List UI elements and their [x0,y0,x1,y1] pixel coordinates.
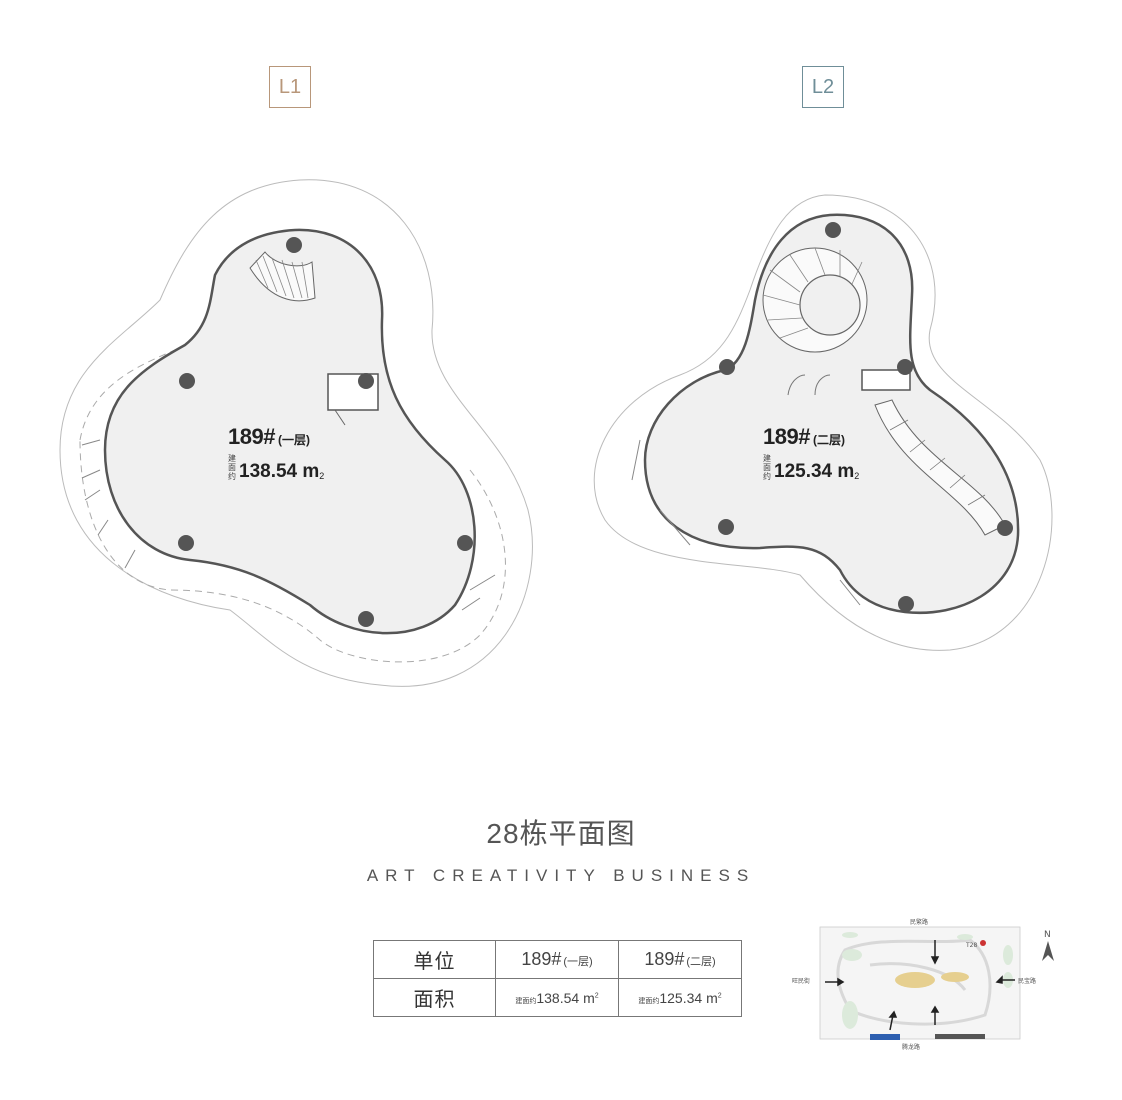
road-left-label: 旺民街 [792,977,810,985]
l1-floor-slab [103,228,476,635]
level-badge-l1[interactable]: L1 [269,66,311,108]
l2-area-sup: 2 [854,471,860,481]
l2-entry-box [861,369,911,391]
l1-area-prefix: 建面约 [228,454,236,481]
table-cell-area-l2: 建面约125.34 m2 [618,978,742,1017]
road-top-label: 民繁路 [910,918,928,926]
page-subtitle: ART CREATIVITY BUSINESS [366,866,756,885]
l1-dashed-path [79,349,506,663]
table-row-label-unit: 单位 [373,940,496,979]
plaza-marker [895,972,935,988]
table-cell-unit-l1: 189#(一层) [495,940,619,979]
l1-unit-number: 189# [228,424,275,449]
area-table: 单位 189#(一层) 189#(二层) 面积 建面约138.54 m2 建面约… [373,940,742,1017]
table-row-label-area: 面积 [373,978,496,1017]
l1-area-sup: 2 [319,471,325,481]
l2-columns [718,222,1013,612]
table-row: 面积 建面约138.54 m2 建面约125.34 m2 [373,978,742,1017]
location-pin-icon [980,940,986,946]
road-bottom-label: 腾龙路 [902,1043,920,1051]
level-badge-l2[interactable]: L2 [802,66,844,108]
l1-floor-label: (一层) [277,433,310,447]
l1-area-value: 138.54 m [239,461,320,482]
l2-spiral-stair [762,247,863,339]
page-title: 28栋平面图 [486,818,636,849]
table-cell-area-l1: 建面约138.54 m2 [495,978,619,1017]
metro-marker [870,1034,900,1040]
l1-site-outline [59,179,533,687]
l2-area-prefix: 建面约 [763,454,771,481]
building-marker-label: T28 [965,942,977,949]
road-right-label: 民宝路 [1018,977,1036,985]
table-cell-unit-l2: 189#(二层) [618,940,742,979]
l2-site-outline [593,194,1053,651]
location-mini-map: 民繁路 旺民街 民宝路 腾龙路 T28 N [792,918,1054,1051]
l1-columns [178,237,473,627]
l2-ramp [874,399,1006,536]
table-row: 单位 189#(一层) 189#(二层) [373,940,742,979]
north-label: N [1044,930,1051,940]
north-arrow-icon [1042,941,1054,961]
l2-area-value: 125.34 m [774,461,855,482]
l2-floor-label: (二层) [812,433,845,447]
floor-plans-drawing [59,179,1053,687]
l2-unit-number: 189# [763,424,810,449]
